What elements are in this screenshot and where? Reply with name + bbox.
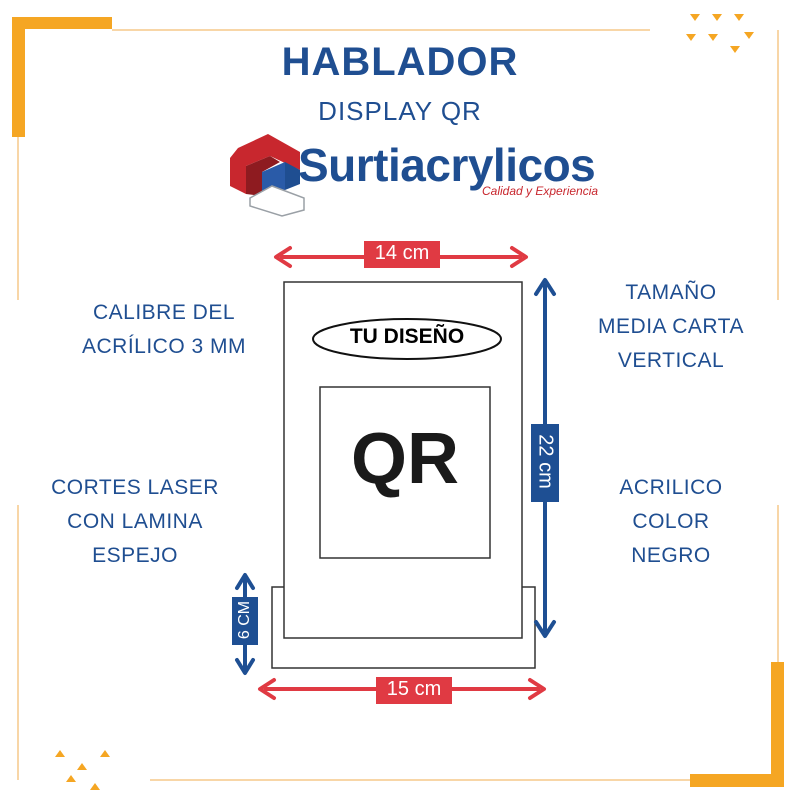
annotation-right-bottom: ACRILICO COLOR NEGRO [578,471,764,573]
annotation-line: COLOR [632,510,710,533]
dimension-top-width: 14 cm [374,242,430,264]
dimension-base-width: 15 cm [386,678,442,700]
annotation-line: NEGRO [631,544,711,567]
logo-tagline: Calidad y Experiencia [482,184,599,198]
qr-placeholder-label: QR [351,419,459,499]
annotation-line: TAMAÑO [625,281,717,304]
page-title: HABLADOR [281,40,519,84]
height-arrow [531,278,559,638]
decorative-triangles-top [686,14,754,53]
annotation-line: CALIBRE DEL [92,301,236,324]
annotation-line: CON LAMINA [67,510,203,533]
width-arrow-bottom [258,677,546,704]
decorative-triangles-bottom [55,750,110,790]
frame-top-left-vertical [12,17,25,137]
annotation-line: VERTICAL [617,349,725,372]
annotation-left-top: CALIBRE DEL ACRÍLICO 3 MM [48,296,280,364]
annotation-left-bottom: CORTES LASER CON LAMINA ESPEJO [20,471,250,573]
dimension-base-height: 6 CM [236,600,253,640]
design-oval [312,318,502,360]
page-subtitle: DISPLAY QR [318,96,482,126]
dimension-height: 22 cm [534,434,557,489]
display-outline [271,281,536,669]
corner-frame [12,17,784,787]
width-arrow-top [274,241,528,268]
frame-bottom-right-vertical [771,662,784,787]
logo-mark [230,134,305,217]
annotation-line: ACRILICO [619,476,723,499]
design-placeholder-label: TU DISEÑO [349,325,465,348]
annotation-right-top: TAMAÑO MEDIA CARTA VERTICAL [568,276,774,378]
qr-box [319,386,491,559]
frame-bottom-right-horizontal [690,774,784,787]
logo-name: Surtiacrylicos [298,139,596,191]
annotation-line: ACRÍLICO 3 MM [81,335,247,358]
annotation-line: MEDIA CARTA [598,315,744,338]
annotation-line: ESPEJO [92,544,178,567]
frame-top-left-horizontal [12,17,112,29]
base-height-arrow [232,573,258,675]
annotation-line: CORTES LASER [51,476,219,499]
